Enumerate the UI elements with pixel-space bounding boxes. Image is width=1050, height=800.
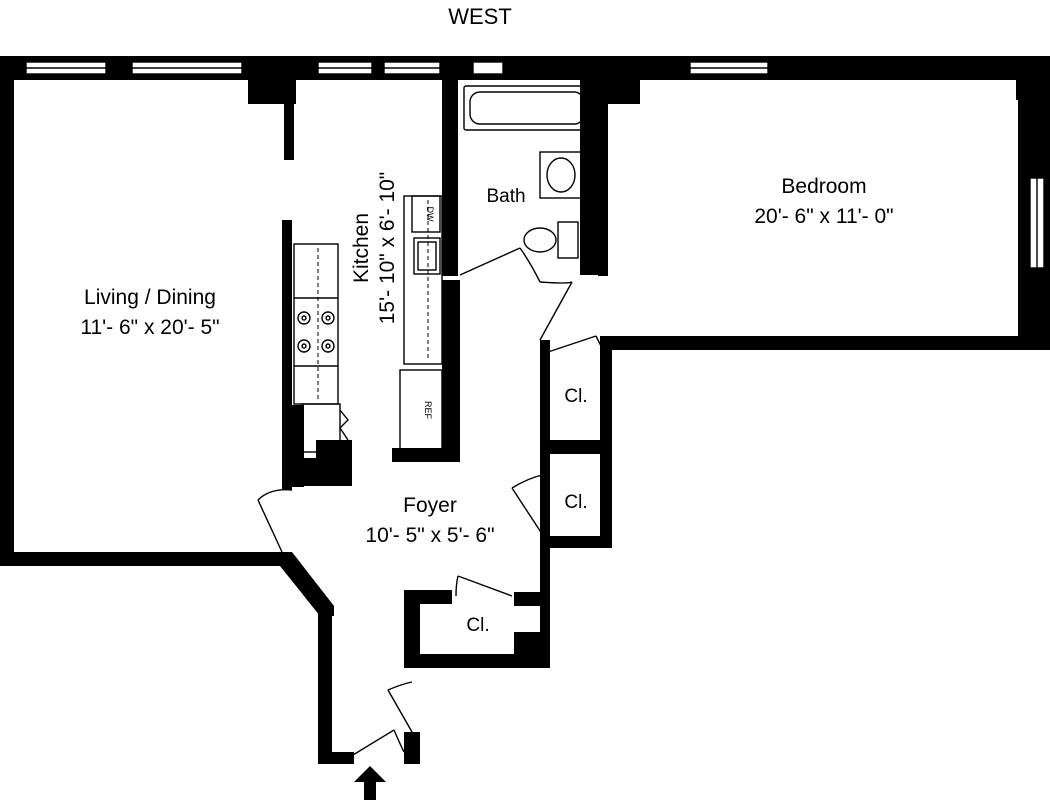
closet-2-name: Cl.: [564, 492, 587, 513]
closet-1-name: Cl.: [564, 386, 587, 407]
kitchen-name: Kitchen: [350, 213, 373, 283]
bedroom-dims: 20'- 6" x 11'- 0": [754, 205, 893, 228]
door-swings: [257, 247, 605, 759]
stove-icon: [297, 311, 335, 353]
living-room-dims: 11'- 6" x 20'- 5": [80, 316, 219, 339]
entry-corridor-walls: [280, 552, 420, 764]
toilet-icon: [523, 221, 579, 259]
bedroom-walls: [600, 56, 1050, 350]
pantry-icon: [301, 403, 349, 453]
bath-sink-icon: [539, 151, 583, 199]
top-exterior-wall: [0, 56, 1050, 80]
dishwasher-icon: DW: [411, 195, 441, 233]
kitchen-counters: [293, 243, 339, 405]
living-room-name: Living / Dining: [84, 286, 216, 309]
closet-3-name: Cl.: [466, 615, 489, 636]
up-arrow-icon: [354, 766, 386, 800]
bedroom-name: Bedroom: [781, 175, 866, 198]
foyer-name: Foyer: [403, 494, 457, 517]
counter-right: [403, 195, 443, 365]
svg-text:REF: REF: [423, 401, 433, 420]
kitchen-dims: 15'- 10" x 6'- 10": [376, 172, 399, 325]
refrigerator-icon: REF: [399, 369, 443, 451]
bathtub-icon: [463, 85, 591, 131]
sink-icon: [413, 237, 441, 275]
foyer-dims: 10'- 5" x 5'- 6": [365, 524, 494, 547]
compass-west-label: WEST: [448, 4, 512, 29]
closet-walls: [404, 336, 612, 668]
living-room-walls: [0, 56, 352, 566]
svg-text:DW: DW: [425, 207, 435, 222]
bath-name: Bath: [486, 186, 525, 207]
